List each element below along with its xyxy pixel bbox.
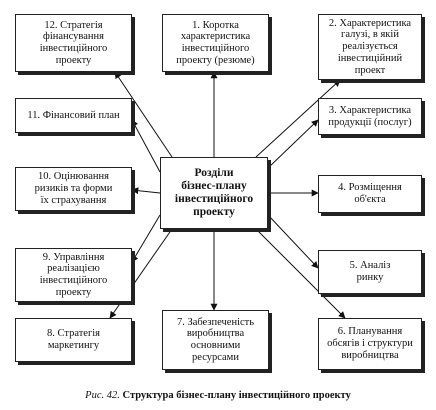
section-box-7: 7. Забезпеченість виробництва основними …: [162, 310, 269, 370]
section-label-2: 2. Характеристика галузі, в якій реалізу…: [328, 17, 412, 76]
figure-title: Структура бізнес-плану інвестиційного пр…: [122, 390, 351, 401]
section-label-3: 3. Характеристика продукції (послуг): [328, 104, 412, 128]
section-label-5: 5. Аналіз ринку: [349, 260, 391, 283]
section-label-8: 8. Стратегія маркетингу: [46, 328, 101, 351]
arrow-to-s12: [114, 71, 173, 158]
section-label-12: 12. Стратегія фінансування інвестиційног…: [39, 19, 108, 66]
section-box-11: 11. Фінансовий план: [15, 98, 132, 133]
figure-reference: Рис. 42.: [85, 390, 120, 401]
section-box-10: 10. Оцінювання ризиків та форми їх страх…: [15, 167, 132, 211]
section-box-3: 3. Характеристика продукції (послуг): [318, 98, 422, 135]
figure-caption: Рис. 42. Структура бізнес-плану інвестиц…: [0, 390, 436, 401]
arrow-to-s5: [267, 214, 319, 269]
section-box-8: 8. Стратегія маркетингу: [15, 318, 132, 362]
section-box-4: 4. Розміщення об'єкта: [318, 175, 422, 213]
section-box-1: 1. Коротка характеристика інвестиційного…: [162, 14, 269, 72]
section-label-11: 11. Фінансовий план: [27, 109, 120, 121]
arrow-to-s3: [267, 119, 319, 169]
section-label-6: 6. Планування обсягів і структури виробн…: [327, 326, 413, 361]
section-label-9: 9. Управління реалізацією інвестиційного…: [39, 251, 108, 298]
section-box-12: 12. Стратегія фінансування інвестиційног…: [15, 14, 132, 72]
section-label-1: 1. Коротка характеристика інвестиційного…: [176, 19, 255, 66]
arrow-to-s6: [255, 228, 346, 319]
arrow-to-s9: [131, 214, 161, 263]
section-box-2: 2. Характеристика галузі, в якій реалізу…: [318, 14, 422, 80]
arrow-to-s2: [255, 79, 341, 158]
section-label-4: 4. Розміщення об'єкта: [338, 182, 402, 205]
connector-arrows: [109, 71, 346, 319]
section-box-5: 5. Аналіз ринку: [318, 250, 422, 294]
center-label: Розділи бізнес-плану інвестиційного прое…: [174, 166, 254, 219]
section-label-10: 10. Оцінювання ризиків та форми їх страх…: [34, 171, 113, 206]
section-box-6: 6. Планування обсягів і структури виробн…: [318, 318, 422, 370]
arrow-to-s10: [131, 187, 161, 195]
section-box-9: 9. Управління реалізацією інвестиційного…: [15, 248, 132, 302]
arrow-to-s8: [109, 228, 173, 319]
center-box: Розділи бізнес-плану інвестиційного прое…: [160, 157, 268, 229]
arrow-to-s11: [131, 119, 161, 173]
section-label-7: 7. Забезпеченість виробництва основними …: [176, 316, 255, 363]
